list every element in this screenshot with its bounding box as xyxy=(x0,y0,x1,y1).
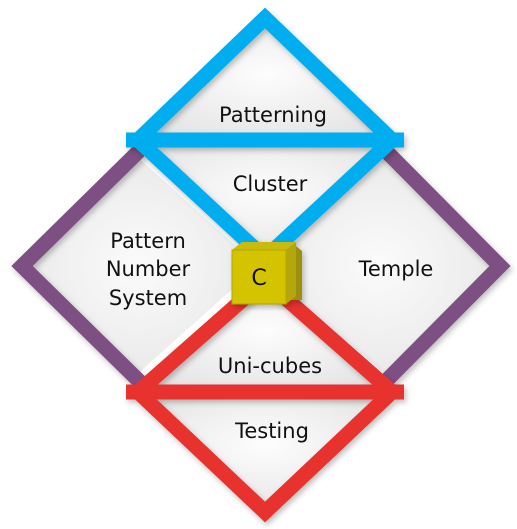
label-pattern-line2: Number xyxy=(106,257,191,281)
label-pattern-line1: Pattern xyxy=(110,229,186,253)
label-cluster: Cluster xyxy=(233,172,308,196)
red-diamond xyxy=(126,270,404,523)
cube-side xyxy=(286,242,296,304)
top-region xyxy=(140,20,390,140)
cube-label: C xyxy=(251,266,266,291)
purple-diamond-left xyxy=(11,144,146,388)
red-diamond-shape xyxy=(126,270,404,523)
label-patterning: Patterning xyxy=(219,103,327,127)
bottom-region xyxy=(145,392,385,510)
label-uni-cubes: Uni-cubes xyxy=(218,354,322,378)
purple-diamond xyxy=(11,144,511,388)
purple-diamond-right xyxy=(379,144,511,388)
cube-front xyxy=(231,249,287,305)
cube-top xyxy=(232,242,296,250)
label-pattern-line3: System xyxy=(109,286,187,310)
upper-inner-region xyxy=(145,140,385,256)
label-testing: Testing xyxy=(234,419,309,443)
center-cube: C xyxy=(231,242,302,305)
lower-inner-region xyxy=(145,280,385,392)
label-temple: Temple xyxy=(358,257,434,281)
